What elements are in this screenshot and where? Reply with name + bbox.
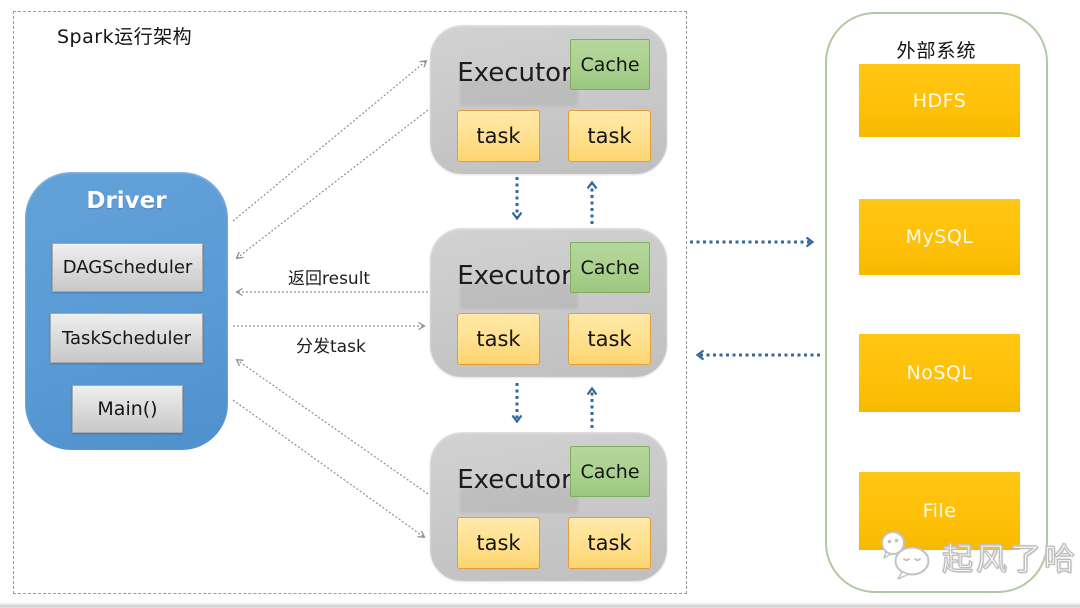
cache-box: Cache xyxy=(570,446,650,497)
cache-box: Cache xyxy=(570,242,650,293)
diagram-title: Spark运行架构 xyxy=(57,26,193,48)
task-box: task xyxy=(568,313,651,365)
executor-box-1: Executor Cache task task xyxy=(430,25,667,174)
executor-box-2: Executor Cache task task xyxy=(430,228,667,377)
executor-label-shadow xyxy=(460,487,578,513)
executor-label: Executor xyxy=(457,58,572,88)
watermark: 起风了哈 xyxy=(878,530,1078,582)
driver-title: Driver xyxy=(86,188,167,214)
executor-box-3: Executor Cache task task xyxy=(430,432,667,581)
task-box: task xyxy=(457,313,540,365)
external-system-nosql: NoSQL xyxy=(859,334,1020,412)
label-dispatch-task: 分发task xyxy=(296,337,366,357)
page-bottom-shadow xyxy=(0,602,1080,608)
task-box: task xyxy=(568,517,651,569)
task-box: task xyxy=(457,517,540,569)
external-system-mysql: MySQL xyxy=(859,199,1020,275)
executor-label-shadow xyxy=(460,283,578,309)
dagscheduler-box: DAGScheduler xyxy=(52,243,203,292)
external-systems-title: 外部系统 xyxy=(896,40,977,62)
executor-label-shadow xyxy=(460,80,578,106)
driver-box: Driver DAGScheduler TaskScheduler Main() xyxy=(25,172,228,450)
executor-label: Executor xyxy=(457,465,572,495)
taskscheduler-box: TaskScheduler xyxy=(50,313,203,363)
external-systems-box: 外部系统 HDFS MySQL NoSQL File xyxy=(825,12,1048,593)
executor-label: Executor xyxy=(457,261,572,291)
spark-architecture-frame xyxy=(13,11,687,594)
watermark-text: 起风了哈 xyxy=(941,541,1078,578)
cache-box: Cache xyxy=(570,39,650,90)
task-box: task xyxy=(568,110,651,162)
task-box: task xyxy=(457,110,540,162)
label-return-result: 返回result xyxy=(288,269,371,289)
external-system-hdfs: HDFS xyxy=(859,64,1020,137)
wechat-icon xyxy=(881,531,930,580)
main-box: Main() xyxy=(72,385,183,433)
